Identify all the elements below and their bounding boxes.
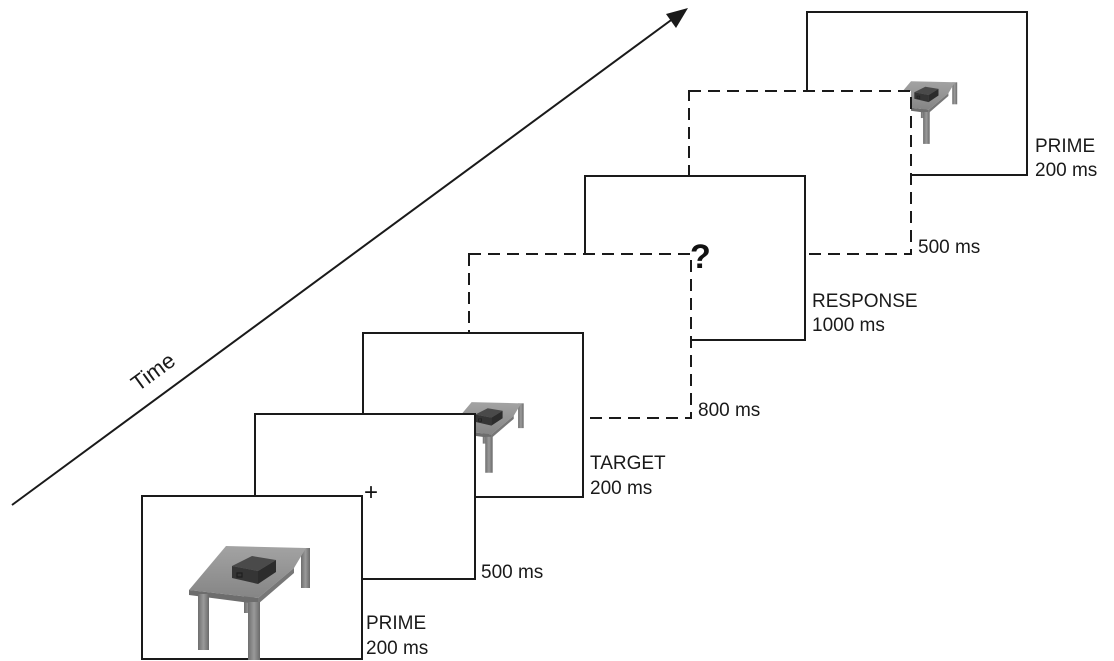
label-response-name: RESPONSE (812, 291, 918, 312)
label-response-duration: 1000 ms (812, 315, 885, 336)
label-prime-first-name: PRIME (366, 613, 426, 634)
time-axis-label: Time (126, 348, 180, 396)
time-axis-arrowhead (666, 8, 688, 28)
label-blank-500-b-duration: 500 ms (918, 237, 980, 258)
label-prime-last-duration: 200 ms (1035, 160, 1097, 181)
fixation-cross: + (364, 479, 378, 506)
label-fixation-duration: 500 ms (481, 562, 543, 583)
label-prime-first-duration: 200 ms (366, 638, 428, 659)
label-target-name: TARGET (590, 453, 666, 474)
response-question-mark: ? (690, 238, 711, 276)
label-prime-last-name: PRIME (1035, 136, 1095, 157)
label-blank-800-duration: 800 ms (698, 400, 760, 421)
frame-prime-first (142, 496, 362, 660)
label-target-duration: 200 ms (590, 478, 652, 499)
